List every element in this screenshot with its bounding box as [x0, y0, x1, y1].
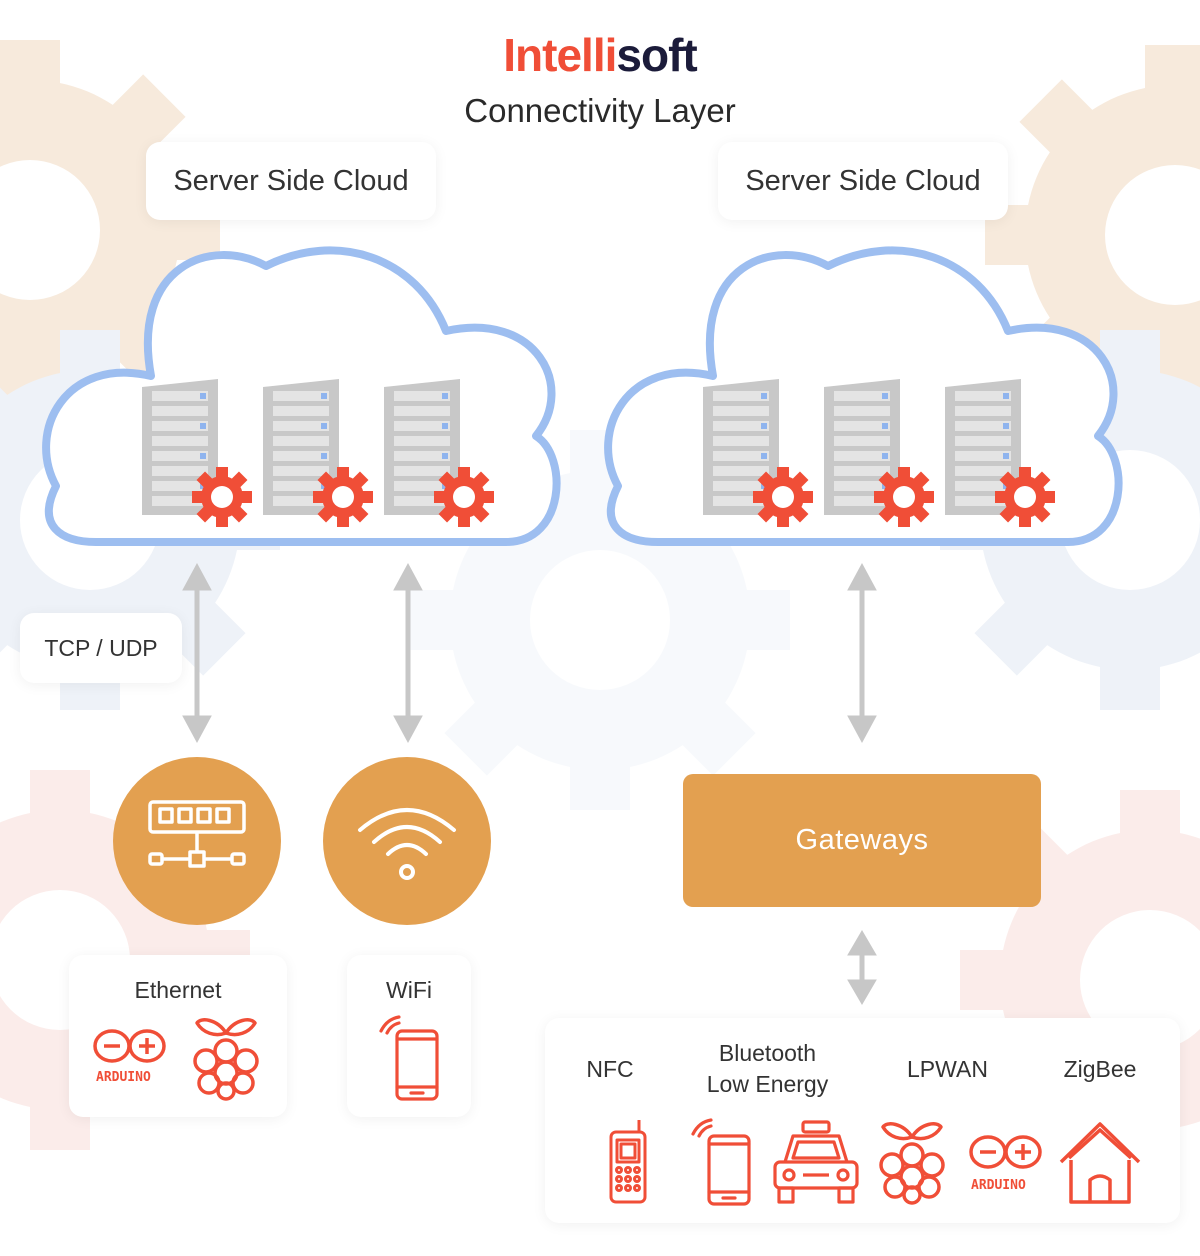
right-cloud-label: Server Side Cloud: [718, 142, 1008, 220]
arrow-cloud-gateways: [847, 562, 877, 744]
left-cloud: [42, 246, 561, 546]
arrow-cloud-wifi: [393, 562, 423, 744]
protocol-nfc: NFC: [586, 1056, 634, 1082]
wifi-label: WiFi: [386, 977, 432, 1003]
left-cloud-label: Server Side Cloud: [146, 142, 436, 220]
brand-logo: Intellisoft: [0, 28, 1200, 82]
gateways-box: Gateways: [683, 774, 1041, 907]
ethernet-card: Ethernet ARDUINO: [69, 955, 287, 1117]
smartphone-signal-icon: [379, 1015, 439, 1101]
wifi-card: WiFi: [347, 955, 471, 1117]
mobile-phone-icon: [609, 1120, 647, 1204]
protocol-lpwan: LPWAN: [907, 1056, 988, 1082]
right-cloud: [604, 246, 1123, 546]
protocol-ble-line1: Bluetooth: [718, 1040, 817, 1066]
ethernet-switch-icon: [148, 800, 246, 868]
ethernet-node: [113, 757, 281, 925]
protocol-zigbee: ZigBee: [1063, 1056, 1137, 1082]
arduino-icon: ARDUINO: [93, 1029, 166, 1085]
page-title: Connectivity Layer: [464, 92, 736, 129]
arduino-logo-text: ARDUINO: [971, 1178, 1026, 1193]
devices-card: NFC Bluetooth Low Energy LPWAN ZigBee: [545, 1018, 1180, 1223]
car-icon: [773, 1120, 859, 1204]
brand-logo-part2: soft: [616, 29, 697, 81]
protocol-label: TCP / UDP: [20, 613, 182, 683]
ethernet-label: Ethernet: [134, 977, 222, 1003]
home-icon: [1059, 1122, 1141, 1204]
arrow-cloud-ethernet: [182, 562, 212, 744]
arduino-logo-text: ARDUINO: [96, 1070, 151, 1085]
arrow-gateways-devices: [847, 930, 877, 1005]
wifi-icon: [358, 808, 456, 880]
arduino-icon: ARDUINO: [969, 1135, 1042, 1193]
smartphone-signal-icon: [691, 1118, 751, 1206]
protocol-ble: Bluetooth Low Energy: [670, 1038, 865, 1100]
brand-logo-part1: Intelli: [503, 29, 617, 81]
raspberry-pi-icon: [193, 1018, 259, 1101]
raspberry-pi-icon: [879, 1122, 945, 1205]
wifi-node: [323, 757, 491, 925]
protocol-ble-line2: Low Energy: [706, 1071, 829, 1097]
